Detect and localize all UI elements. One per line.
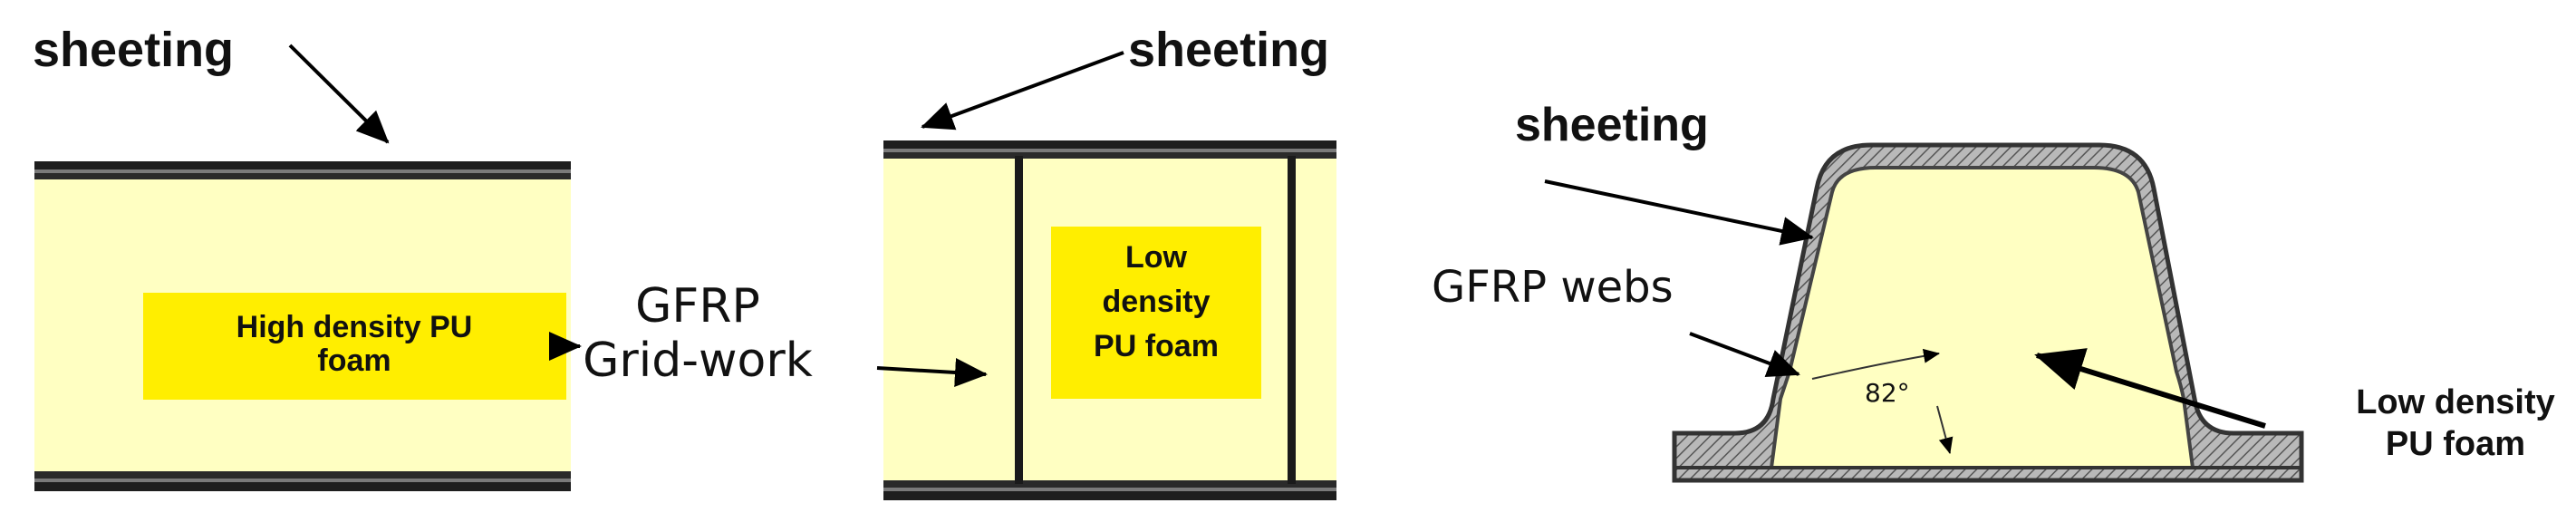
panel-c-sheeting-arrow xyxy=(1544,179,1814,246)
panel-a-core-label-box xyxy=(143,293,566,400)
panel-b-bottom-sheeting xyxy=(883,480,1336,500)
panel-a-core-label-line2: foam xyxy=(317,343,391,378)
panel-b-core-label-line3: PU foam xyxy=(1094,329,1219,363)
panel-a-high-density-core: High density PU foam sheeting xyxy=(33,23,582,491)
panel-a-sheeting-arrow xyxy=(288,44,390,144)
panel-b-grid-web-right xyxy=(1288,156,1296,484)
panel-b-top-sheeting xyxy=(883,140,1336,159)
panel-b-core-label-box xyxy=(1051,227,1261,399)
panel-c-foam-arrow xyxy=(2034,348,2266,429)
panel-c-angle-leader xyxy=(1936,405,1954,454)
panel-c-angle-label: 82° xyxy=(1865,378,1910,408)
panel-b-core-label-line1: Low xyxy=(1125,240,1188,275)
panel-b-sheeting-arrow xyxy=(921,51,1124,131)
panel-a-sheeting-label: sheeting xyxy=(33,23,234,77)
panel-a-bottom-sheeting xyxy=(34,471,571,491)
panel-b-gfrp-grid-core: Low density PU foam sheeting GFRP Grid-w… xyxy=(583,23,1336,500)
panel-b-sheeting-label: sheeting xyxy=(1128,23,1329,77)
panel-c-angle-arc xyxy=(1811,348,1940,380)
panel-a-top-sheeting xyxy=(34,161,571,179)
panel-c-trapezoidal-core: sheeting GFRP webs 82° Low density PU fo… xyxy=(1432,99,2555,483)
panel-b-grid-label-line1: GFRP xyxy=(635,279,760,334)
panel-c-webs-label: GFRP webs xyxy=(1432,262,1674,313)
panel-a-core-label-line1: High density PU xyxy=(236,310,473,344)
panel-b-grid-arrow xyxy=(876,358,988,387)
panel-c-foam-label-line1: Low density xyxy=(2356,383,2555,421)
panel-b-grid-web-left xyxy=(1015,156,1023,484)
panel-b-grid-label-line2: Grid-work xyxy=(583,334,813,388)
panel-c-foam-label-line2: PU foam xyxy=(2386,425,2525,463)
panel-b-core-label-line2: density xyxy=(1102,285,1210,319)
panel-c-webs-arrow xyxy=(1689,332,1800,378)
panel-c-foam-core xyxy=(1769,166,2195,469)
panel-c-sheeting-label: sheeting xyxy=(1515,99,1709,151)
